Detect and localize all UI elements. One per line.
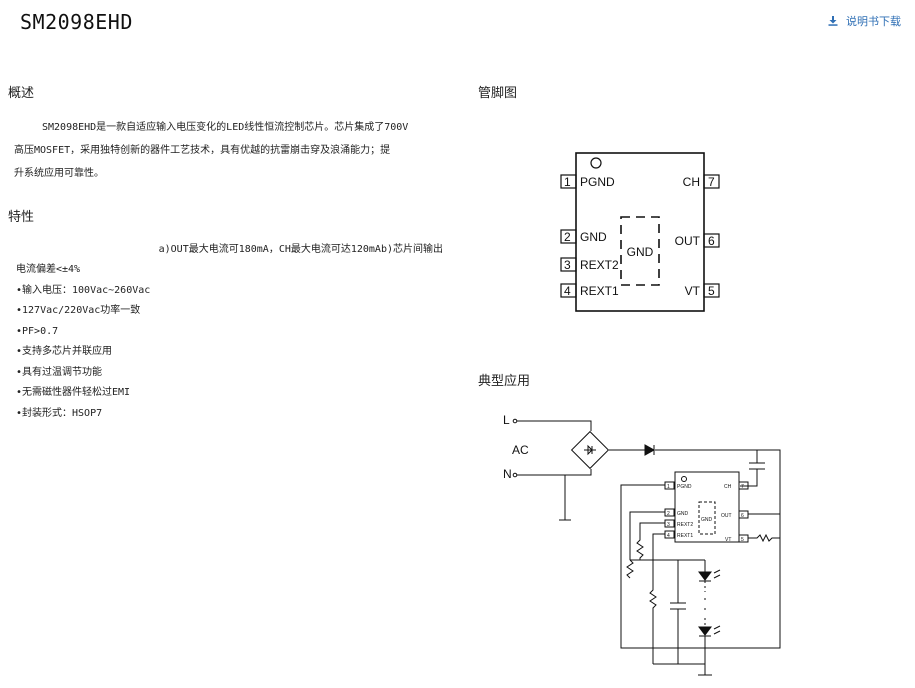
pin-name: REXT1 bbox=[677, 533, 693, 539]
capacitor bbox=[740, 450, 765, 487]
terminal bbox=[512, 418, 518, 424]
download-icon bbox=[828, 16, 838, 26]
capacitor bbox=[670, 560, 686, 664]
pin-box bbox=[560, 229, 577, 244]
bridge-rectifier bbox=[570, 430, 610, 470]
led bbox=[698, 626, 712, 636]
pin-number: 4 bbox=[564, 284, 571, 298]
pin-box bbox=[738, 481, 749, 490]
pin-number: 1 bbox=[667, 484, 670, 490]
wire bbox=[705, 514, 781, 649]
resistor bbox=[636, 522, 665, 560]
overview-line: SM2098EHD是一款自适应输入电压变化的LED线性恒流控制芯片。芯片集成了7… bbox=[42, 122, 409, 133]
pin-name: REXT1 bbox=[580, 284, 619, 298]
pin-number: 4 bbox=[667, 533, 670, 539]
pin-name: PGND bbox=[580, 175, 615, 189]
pin-name: GND bbox=[677, 511, 689, 517]
wire bbox=[620, 484, 705, 649]
pad-label: GND bbox=[701, 517, 713, 523]
pin-number: 2 bbox=[667, 511, 670, 517]
feature-item: •封装形式：HSOP7 bbox=[16, 407, 103, 419]
resistor bbox=[649, 560, 657, 664]
input-ac-label: AC bbox=[512, 443, 529, 457]
product-title: SM2098EHD bbox=[20, 10, 133, 34]
features-heading: 特性 bbox=[8, 210, 35, 225]
pin-number: 7 bbox=[708, 175, 715, 189]
pin-box bbox=[560, 257, 577, 272]
input-n-label: N bbox=[503, 467, 512, 481]
pin-name: OUT bbox=[675, 234, 701, 248]
input-l-label: L bbox=[503, 413, 510, 427]
application-circuit: L AC N 1 PGND 2 GND 3 REXT2 4 REXT1 7 CH… bbox=[503, 413, 781, 676]
features-list: a)OUT最大电流可180mA，CH最大电流可达120mAb)芯片间输出 电流偏… bbox=[8, 240, 453, 424]
wire bbox=[517, 420, 592, 431]
pin-box bbox=[703, 174, 720, 189]
overview-line: 升系统应用可靠性。 bbox=[14, 168, 104, 179]
overview-text: SM2098EHD是一款自适应输入电压变化的LED线性恒流控制芯片。芯片集成了7… bbox=[14, 116, 454, 185]
pin-name: VT bbox=[725, 537, 731, 543]
feature-item: 电流偏差<±4% bbox=[16, 264, 81, 275]
pin-name: PGND bbox=[677, 484, 692, 490]
exposed-pad bbox=[620, 216, 660, 286]
overview-heading: 概述 bbox=[8, 86, 35, 101]
pin-number: 6 bbox=[741, 513, 744, 519]
pin-number: 7 bbox=[741, 484, 744, 490]
resistor bbox=[748, 514, 781, 543]
overview-line: 高压MOSFET，采用独特创新的器件工艺技术，具有优越的抗雷崩击穿及浪涌能力；提 bbox=[14, 145, 391, 156]
pin-box bbox=[560, 283, 577, 298]
wire bbox=[517, 474, 566, 520]
pin-number: 1 bbox=[564, 175, 571, 189]
pin-number: 3 bbox=[564, 258, 571, 272]
pin-name: CH bbox=[683, 175, 700, 189]
feature-item: •PF>0.7 bbox=[16, 325, 59, 337]
resistor bbox=[626, 559, 634, 579]
feature-item: •输入电压：100Vac~260Vac bbox=[16, 284, 151, 296]
pin-number: 5 bbox=[741, 537, 744, 543]
feature-item: •支持多芯片并联应用 bbox=[16, 346, 113, 357]
pin-number: 2 bbox=[564, 230, 571, 244]
pin-number: 5 bbox=[708, 284, 715, 298]
download-label: 说明书下载 bbox=[846, 15, 901, 28]
manual-download-link[interactable]: 说明书下载 bbox=[828, 13, 901, 29]
feature-item: •具有过温调节功能 bbox=[16, 366, 103, 378]
wire bbox=[629, 511, 665, 560]
pin-box bbox=[560, 174, 577, 189]
wire bbox=[655, 449, 781, 514]
terminal bbox=[512, 472, 518, 478]
app-exposed-pad bbox=[698, 501, 716, 535]
pin-box bbox=[703, 233, 720, 248]
wire bbox=[653, 636, 706, 665]
pin1-marker bbox=[590, 157, 602, 169]
pin-name: CH bbox=[724, 484, 732, 490]
feature-item: •无需磁性器件轻松过EMI bbox=[16, 387, 131, 398]
pinout-diagram: 1 PGND 2 GND 3 REXT2 4 REXT1 7 CH 6 OUT … bbox=[560, 152, 720, 312]
feature-line: a)OUT最大电流可180mA，CH最大电流可达120mAb)芯片间输出 bbox=[158, 244, 443, 255]
pin-name: VT bbox=[685, 284, 701, 298]
pin-name: OUT bbox=[721, 513, 732, 519]
diode bbox=[644, 444, 656, 456]
pin-number: 6 bbox=[708, 234, 715, 248]
pin-number: 3 bbox=[667, 522, 670, 528]
wire bbox=[652, 533, 665, 560]
pad-label: GND bbox=[627, 245, 654, 259]
bridge-diode bbox=[584, 444, 596, 456]
application-heading: 典型应用 bbox=[478, 374, 531, 389]
ground-symbol bbox=[698, 648, 712, 676]
pin-box bbox=[703, 283, 720, 298]
app-chip bbox=[674, 471, 740, 543]
pin-name: REXT2 bbox=[580, 258, 619, 272]
wire bbox=[565, 469, 592, 476]
pinout-heading: 管脚图 bbox=[478, 86, 518, 101]
led bbox=[698, 571, 712, 581]
feature-item: •127Vac/220Vac功率一致 bbox=[16, 305, 141, 316]
pin1-marker bbox=[681, 476, 687, 482]
pin-name: REXT2 bbox=[677, 522, 693, 528]
pin-name: GND bbox=[580, 230, 607, 244]
